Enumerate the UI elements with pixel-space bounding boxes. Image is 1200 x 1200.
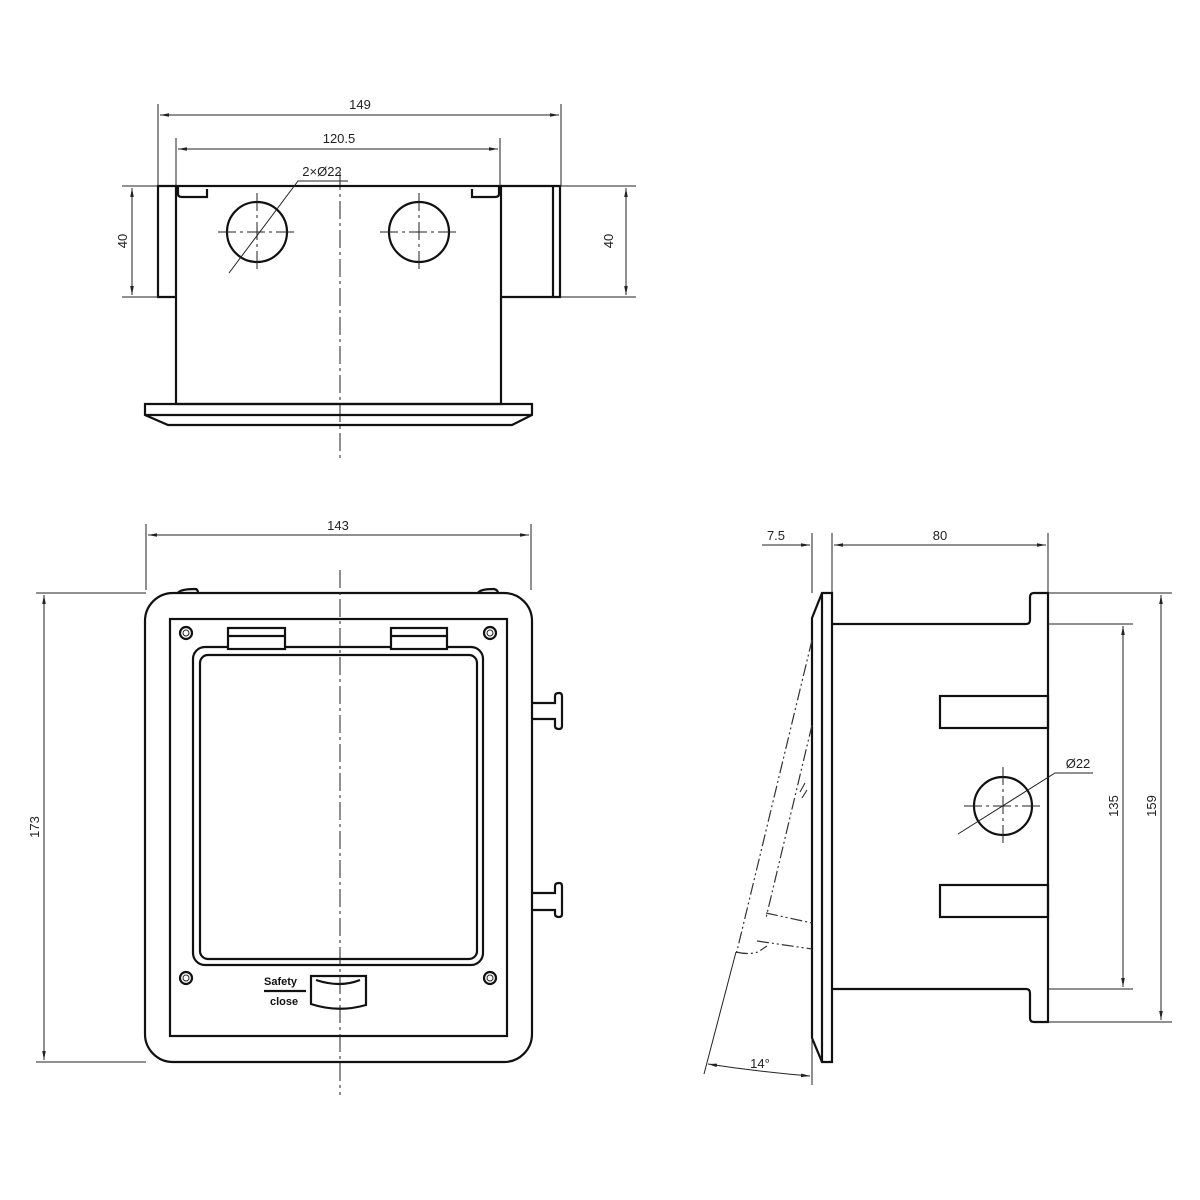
dim-label-135: 135	[1106, 795, 1121, 817]
slot-right	[470, 186, 501, 199]
dim-label-149: 149	[349, 97, 371, 112]
dim-label-40-right: 40	[601, 234, 616, 248]
svg-text:close: close	[270, 996, 298, 1008]
screw-icons	[178, 625, 498, 986]
dim-label-40-left: 40	[115, 234, 130, 248]
bottom-plate	[143, 402, 534, 427]
dim-label-159: 159	[1144, 795, 1159, 817]
extension-lines	[811, 533, 1172, 1023]
inner-frame	[168, 617, 509, 1038]
front-view: Safety close 143 173	[27, 518, 564, 1095]
box-body	[174, 184, 503, 406]
extension-lines	[122, 104, 636, 298]
hole-leader	[228, 180, 348, 274]
dim-label-120-5: 120.5	[323, 131, 356, 146]
door-inner	[198, 653, 479, 961]
box-side	[832, 591, 1050, 1024]
safety-close-latch: Safety close	[264, 974, 368, 1010]
rib-upper	[938, 694, 1050, 730]
slot-left	[176, 186, 209, 199]
extension-lines	[36, 524, 532, 1063]
outer-frame	[143, 591, 534, 1064]
hinge-right	[389, 626, 449, 651]
door-outer	[191, 645, 485, 967]
left-flange	[156, 184, 176, 299]
dim-label-angle: 14°	[750, 1056, 770, 1071]
angle-lines	[703, 951, 813, 1085]
hole-centermarks	[218, 193, 459, 272]
front-plate	[810, 591, 834, 1064]
right-flange	[501, 184, 562, 299]
angle-arc	[707, 1063, 811, 1078]
door-detail	[799, 782, 808, 799]
top-view: 149 120.5 2×Ø22 40 40	[115, 97, 636, 462]
svg-text:Safety: Safety	[264, 976, 298, 988]
door-open-phantom	[735, 639, 813, 956]
mounting-knob-lower	[532, 881, 564, 919]
rib-lower	[938, 883, 1050, 919]
dim-label-143: 143	[327, 518, 349, 533]
dim-label-173: 173	[27, 816, 42, 838]
side-hole-centermarks	[964, 767, 1044, 847]
mounting-knob-upper	[532, 691, 564, 731]
door-open-phantom-detail	[735, 912, 813, 955]
frame-top-lugs	[177, 587, 500, 594]
dim-label-7-5: 7.5	[767, 528, 785, 543]
dim-label-holes: 2×Ø22	[302, 164, 341, 179]
dim-label-hole-side: Ø22	[1066, 756, 1091, 771]
hinge-left	[226, 626, 287, 651]
dim-label-80: 80	[933, 528, 947, 543]
side-hole-leader	[957, 772, 1093, 835]
side-view: Ø22 14° 7.5 80 135 159	[703, 528, 1172, 1085]
